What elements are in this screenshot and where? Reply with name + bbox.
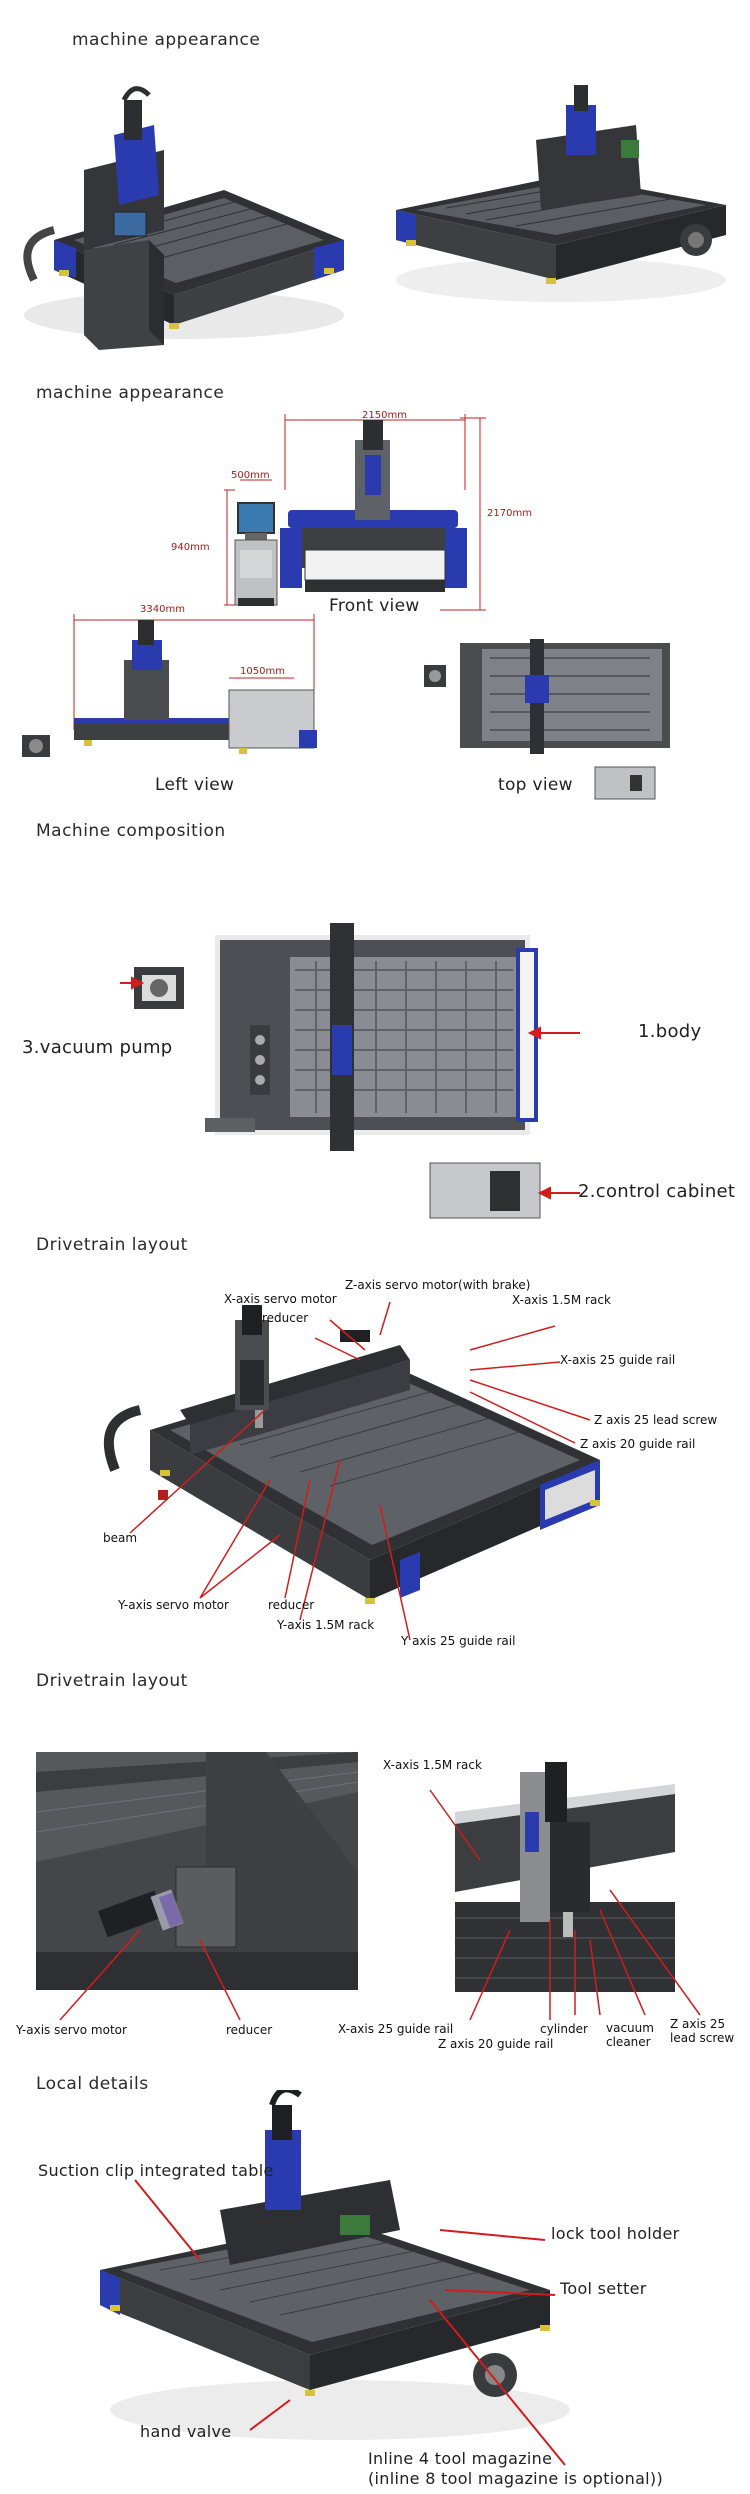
section-title-drivetrain-2: Drivetrain layout: [36, 1671, 188, 1691]
label-detail-x-rack: X-axis 1.5M rack: [383, 1758, 482, 1772]
section-title-local-details: Local details: [36, 2074, 149, 2094]
local-label-setter: Tool setter: [560, 2279, 647, 2298]
label-detail-x-rail: X-axis 25 guide rail: [338, 2022, 454, 2036]
composition-label-pump: 3.vacuum pump: [22, 1037, 173, 1058]
left-view-drawing: [14, 600, 334, 770]
local-details-leader-lines: [134, 2179, 566, 2466]
local-label-magazine-1: Inline 4 tool magazine: [368, 2449, 553, 2468]
label-y-servo: Y-axis servo motor: [118, 1598, 229, 1612]
top-view-drawing: [420, 635, 700, 805]
front-view-drawing: [160, 400, 520, 620]
label-detail-z-screw-1: Z axis 25: [670, 2017, 726, 2031]
label-z-rail: Z axis 20 guide rail: [580, 1437, 696, 1451]
section-title-drivetrain-1: Drivetrain layout: [36, 1235, 188, 1255]
local-label-table: Suction clip integrated table: [38, 2161, 274, 2180]
detail-right-leader-lines: [429, 1789, 701, 2021]
label-x-rack: X-axis 1.5M rack: [512, 1293, 611, 1307]
dim-height-right: 2170mm: [487, 508, 532, 519]
label-reducer-top: reducer: [262, 1311, 309, 1325]
label-reducer-bottom: reducer: [268, 1598, 315, 1612]
dim-cabinet-height: 940mm: [171, 542, 210, 553]
label-detail-z-screw-2: lead screw: [670, 2031, 735, 2045]
local-label-valve: hand valve: [140, 2422, 232, 2441]
label-detail-z-rail: Z axis 20 guide rail: [438, 2037, 554, 2051]
local-label-lock: lock tool holder: [551, 2224, 680, 2243]
front-view-label: Front view: [329, 596, 420, 616]
detail-left-leader-lines: [59, 1929, 241, 2021]
composition-label-body: 1.body: [638, 1021, 702, 1042]
label-z-servo: Z-axis servo motor(with brake): [345, 1278, 531, 1292]
label-y-rail: Y axis 25 guide rail: [401, 1634, 516, 1648]
detail-z-axis-head: [455, 1752, 675, 1992]
label-beam: beam: [103, 1531, 138, 1545]
section-title-composition: Machine composition: [36, 821, 226, 841]
composition-drawing: [120, 905, 590, 1235]
local-details-render: [80, 2090, 580, 2470]
dim-length: 3340mm: [140, 604, 185, 615]
machine-render-angle-1: [14, 80, 354, 360]
label-x-rail: X-axis 25 guide rail: [560, 1353, 676, 1367]
detail-y-axis-drive: [36, 1752, 358, 1990]
label-x-servo: X-axis servo motor: [224, 1292, 337, 1306]
label-detail-vacuum-2: cleaner: [606, 2035, 651, 2049]
machine-render-angle-2: [386, 80, 736, 310]
section-title-appearance-1: machine appearance: [72, 30, 261, 50]
label-detail-reducer: reducer: [226, 2023, 273, 2037]
label-detail-cylinder: cylinder: [540, 2022, 588, 2036]
dim-cabinet-width: 500mm: [231, 470, 270, 481]
top-view-label: top view: [498, 775, 573, 795]
label-z-screw: Z axis 25 lead screw: [594, 1413, 718, 1427]
label-detail-vacuum-1: vacuum: [606, 2021, 654, 2035]
local-label-magazine-2: (inline 8 tool magazine is optional)): [368, 2469, 663, 2488]
drivetrain-leader-lines: [129, 1301, 591, 1641]
dim-width-top: 2150mm: [362, 410, 407, 421]
drivetrain-overview-render: [100, 1300, 620, 1630]
label-detail-y-servo: Y-axis servo motor: [16, 2023, 127, 2037]
left-view-label: Left view: [155, 775, 235, 795]
dim-cabinet-depth: 1050mm: [240, 666, 285, 677]
section-title-appearance-2: machine appearance: [36, 383, 225, 403]
label-y-rack: Y-axis 1.5M rack: [277, 1618, 375, 1632]
composition-label-cabinet: 2.control cabinet: [578, 1181, 736, 1202]
